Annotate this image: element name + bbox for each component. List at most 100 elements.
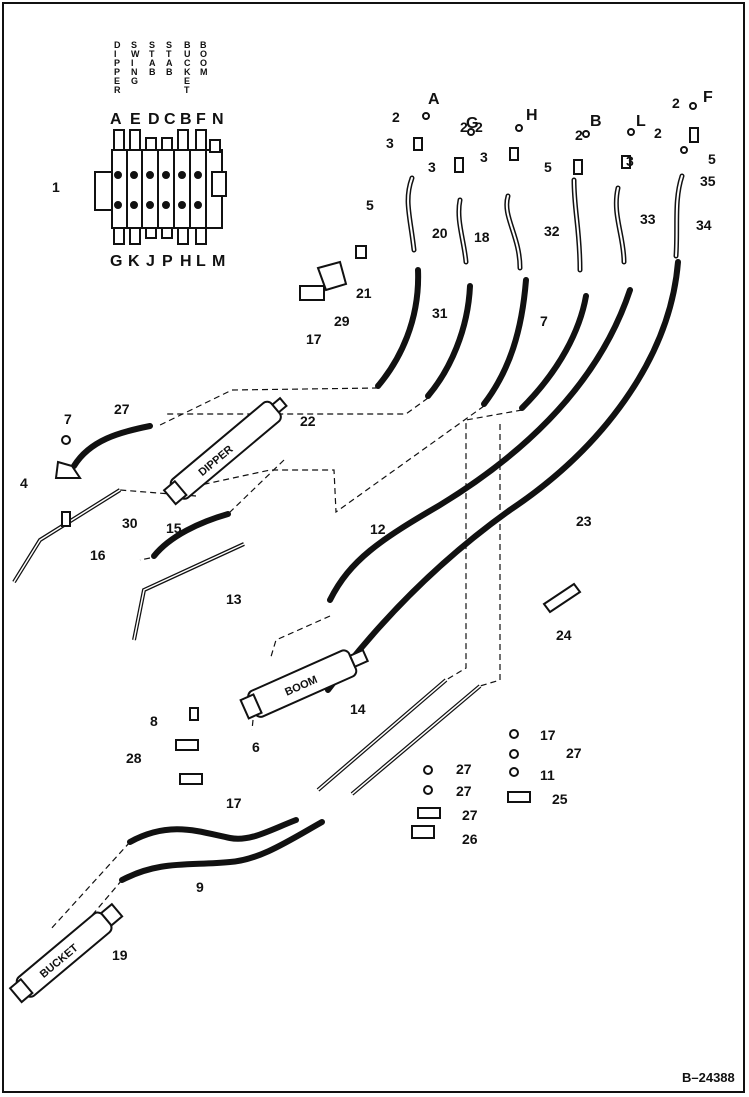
svg-text:N: N xyxy=(131,67,138,77)
svg-text:O: O xyxy=(200,58,207,68)
valve-top-port-E: E xyxy=(130,111,141,128)
svg-text:I: I xyxy=(114,49,117,59)
callout-2: 2 xyxy=(475,119,483,135)
hose-port-F: F xyxy=(703,89,713,106)
callout-26: 26 xyxy=(462,831,478,847)
callout-5: 5 xyxy=(708,151,716,167)
svg-text:B: B xyxy=(166,67,173,77)
svg-text:M: M xyxy=(200,67,208,77)
callout-23: 23 xyxy=(576,513,592,529)
svg-text:P: P xyxy=(114,67,120,77)
callout-6: 6 xyxy=(252,739,260,755)
hose-port-G: G xyxy=(466,115,478,132)
callout-3: 3 xyxy=(626,153,634,169)
callout-13: 13 xyxy=(226,591,242,607)
callout-20: 20 xyxy=(432,225,448,241)
clamps xyxy=(54,245,582,839)
svg-text:U: U xyxy=(184,49,191,59)
callout-3: 3 xyxy=(480,149,488,165)
svg-text:B: B xyxy=(184,40,191,50)
svg-text:E: E xyxy=(184,76,190,86)
bucket-cylinder: BUCKET xyxy=(8,902,124,1004)
callout-27: 27 xyxy=(114,401,130,417)
valve-function-5: BOOM xyxy=(200,40,208,77)
hoses xyxy=(71,259,681,883)
svg-text:T: T xyxy=(184,85,190,95)
callout-8: 8 xyxy=(150,713,158,729)
callout-16: 16 xyxy=(90,547,106,563)
callout-17: 17 xyxy=(226,795,242,811)
callout-4: 4 xyxy=(20,475,28,491)
callout-10: 10 xyxy=(0,0,16,3)
svg-text:S: S xyxy=(166,40,172,50)
callout-2: 2 xyxy=(672,95,680,111)
callout-2: 2 xyxy=(575,127,583,143)
callout-28: 28 xyxy=(126,750,142,766)
valve-bottom-port-J: J xyxy=(146,253,155,270)
hose-port-B: B xyxy=(590,113,602,130)
callout-5: 5 xyxy=(366,197,374,213)
svg-text:S: S xyxy=(149,40,155,50)
svg-text:T: T xyxy=(149,49,155,59)
svg-text:P: P xyxy=(114,58,120,68)
callout-27: 27 xyxy=(462,807,478,823)
control-valve xyxy=(94,129,227,245)
callout-7: 7 xyxy=(64,411,72,427)
callout-27: 27 xyxy=(566,745,582,761)
callout-7: 7 xyxy=(540,313,548,329)
valve-bottom-port-G: G xyxy=(110,253,122,270)
svg-text:B: B xyxy=(200,40,207,50)
valve-top-port-N: N xyxy=(212,111,224,128)
callout-33: 33 xyxy=(640,211,656,227)
callout-25: 25 xyxy=(552,791,568,807)
valve-top-port-A: A xyxy=(110,111,122,128)
valve-top-port-C: C xyxy=(164,111,176,128)
valve-top-port-D: D xyxy=(148,111,160,128)
svg-text:K: K xyxy=(184,67,191,77)
svg-text:E: E xyxy=(114,76,120,86)
callout-2: 2 xyxy=(654,125,662,141)
valve-function-0: DIPPER xyxy=(114,40,121,95)
callout-27: 27 xyxy=(456,783,472,799)
svg-text:O: O xyxy=(200,49,207,59)
callout-29: 29 xyxy=(334,313,350,329)
svg-text:A: A xyxy=(149,58,156,68)
valve-bottom-port-K: K xyxy=(128,253,140,270)
callout-21: 21 xyxy=(356,285,372,301)
svg-text:S: S xyxy=(131,40,137,50)
valve-bottom-port-L: L xyxy=(196,253,206,270)
callout-31: 31 xyxy=(432,305,448,321)
callout-1: 1 xyxy=(52,179,60,195)
callout-12: 12 xyxy=(370,521,386,537)
valve-top-port-B: B xyxy=(180,111,192,128)
callout-2: 2 xyxy=(460,119,468,135)
svg-text:I: I xyxy=(131,58,134,68)
valve-bottom-port-H: H xyxy=(180,253,192,270)
svg-text:C: C xyxy=(184,58,191,68)
callout-15: 15 xyxy=(166,520,182,536)
hose-port-L: L xyxy=(636,113,646,130)
boom-cylinder: BOOM xyxy=(239,648,370,720)
dipper-cylinder: DIPPER xyxy=(162,396,288,506)
callout-17: 17 xyxy=(540,727,556,743)
valve-bottom-port-P: P xyxy=(162,253,173,270)
callout-3: 3 xyxy=(386,135,394,151)
callout-17: 17 xyxy=(306,331,322,347)
callout-34: 34 xyxy=(696,217,712,233)
hose-port-A: A xyxy=(428,91,440,108)
callout-19: 19 xyxy=(112,947,128,963)
svg-text:A: A xyxy=(166,58,173,68)
callout-9: 9 xyxy=(196,879,204,895)
callout-27: 27 xyxy=(456,761,472,777)
callout-5: 5 xyxy=(544,159,552,175)
callout-18: 18 xyxy=(474,229,490,245)
